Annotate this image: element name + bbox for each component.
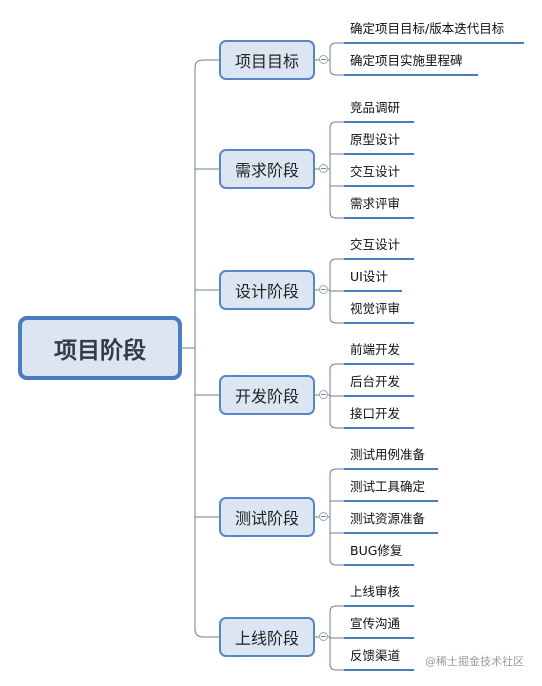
task-node[interactable]: 测试资源准备: [344, 510, 438, 534]
task-label: 上线审核: [350, 584, 401, 599]
task-label: 后台开发: [350, 374, 401, 389]
task-node[interactable]: 确定项目目标/版本迭代目标: [344, 20, 524, 44]
phase-node-design[interactable]: 设计阶段: [219, 270, 315, 310]
task-node[interactable]: 需求评审: [344, 195, 414, 219]
task-connector: [329, 68, 344, 76]
root-node[interactable]: 项目阶段: [18, 316, 182, 380]
task-node[interactable]: 前端开发: [344, 341, 414, 365]
task-connector: [329, 421, 344, 429]
task-connector: [329, 468, 344, 476]
task-connector: [329, 316, 344, 324]
task-label: BUG修复: [350, 543, 403, 558]
task-connector: [329, 211, 344, 219]
task-node[interactable]: 反馈渠道: [344, 647, 414, 671]
task-label: 测试工具确定: [350, 479, 426, 494]
phase-node-development[interactable]: 开发阶段: [219, 375, 315, 415]
phase-node-label: 上线阶段: [234, 629, 299, 648]
phase-node-label: 设计阶段: [234, 282, 299, 301]
task-label: 前端开发: [350, 342, 401, 357]
phase-node-label: 测试阶段: [234, 509, 299, 528]
task-connector: [329, 663, 344, 671]
task-connector: [329, 258, 344, 266]
phase-node-testing[interactable]: 测试阶段: [219, 497, 315, 537]
task-label: 宣传沟通: [350, 616, 401, 631]
task-label: 原型设计: [350, 132, 401, 147]
collapse-toggle-icon[interactable]: [319, 632, 328, 641]
task-node[interactable]: 后台开发: [344, 373, 414, 397]
task-connector: [329, 558, 344, 566]
collapse-toggle-icon[interactable]: [319, 512, 328, 521]
task-label: 需求评审: [350, 196, 401, 211]
task-node[interactable]: 交互设计: [344, 163, 414, 187]
phase-node-goals[interactable]: 项目目标: [219, 40, 315, 80]
phase-node-launch[interactable]: 上线阶段: [219, 617, 315, 657]
task-label: 视觉评审: [350, 301, 401, 316]
collapse-toggle-icon[interactable]: [319, 55, 328, 64]
task-label: 交互设计: [350, 164, 401, 179]
phase-node-requirements[interactable]: 需求阶段: [219, 149, 315, 189]
task-node[interactable]: 测试用例准备: [344, 446, 438, 470]
task-node[interactable]: BUG修复: [344, 542, 414, 566]
task-label: 测试资源准备: [350, 511, 426, 526]
phase-node-label: 开发阶段: [234, 387, 299, 406]
phase-node-label: 需求阶段: [234, 161, 299, 180]
task-node[interactable]: 视觉评审: [344, 300, 414, 324]
task-node[interactable]: 宣传沟通: [344, 615, 414, 639]
task-connector: [329, 121, 344, 129]
collapse-toggle-icon[interactable]: [319, 285, 328, 294]
task-node[interactable]: 竞品调研: [344, 99, 414, 123]
task-label: 确定项目目标/版本迭代目标: [350, 21, 505, 36]
task-label: 竞品调研: [350, 100, 401, 115]
task-label: 接口开发: [350, 406, 401, 421]
task-node[interactable]: 上线审核: [344, 583, 414, 607]
collapse-toggle-icon[interactable]: [319, 164, 328, 173]
task-label: 交互设计: [350, 237, 401, 252]
root-node-label: 项目阶段: [54, 338, 146, 364]
task-label: 测试用例准备: [350, 447, 426, 462]
task-label: 确定项目实施里程碑: [350, 53, 463, 68]
phase-connector: [194, 628, 219, 638]
task-node[interactable]: 测试工具确定: [344, 478, 438, 502]
task-node[interactable]: 接口开发: [344, 405, 414, 429]
task-node[interactable]: UI设计: [344, 268, 402, 292]
watermark: @稀土掘金技术社区: [425, 655, 524, 668]
task-label: 反馈渠道: [350, 648, 401, 663]
task-node[interactable]: 确定项目实施里程碑: [344, 52, 478, 76]
collapse-toggle-icon[interactable]: [319, 390, 328, 399]
task-node[interactable]: 交互设计: [344, 236, 414, 260]
task-label: UI设计: [350, 269, 388, 284]
task-connector: [329, 363, 344, 371]
task-node[interactable]: 原型设计: [344, 131, 414, 155]
phase-node-label: 项目目标: [234, 52, 299, 71]
task-connector: [329, 42, 344, 50]
task-connector: [329, 605, 344, 613]
phase-connector: [194, 59, 219, 69]
